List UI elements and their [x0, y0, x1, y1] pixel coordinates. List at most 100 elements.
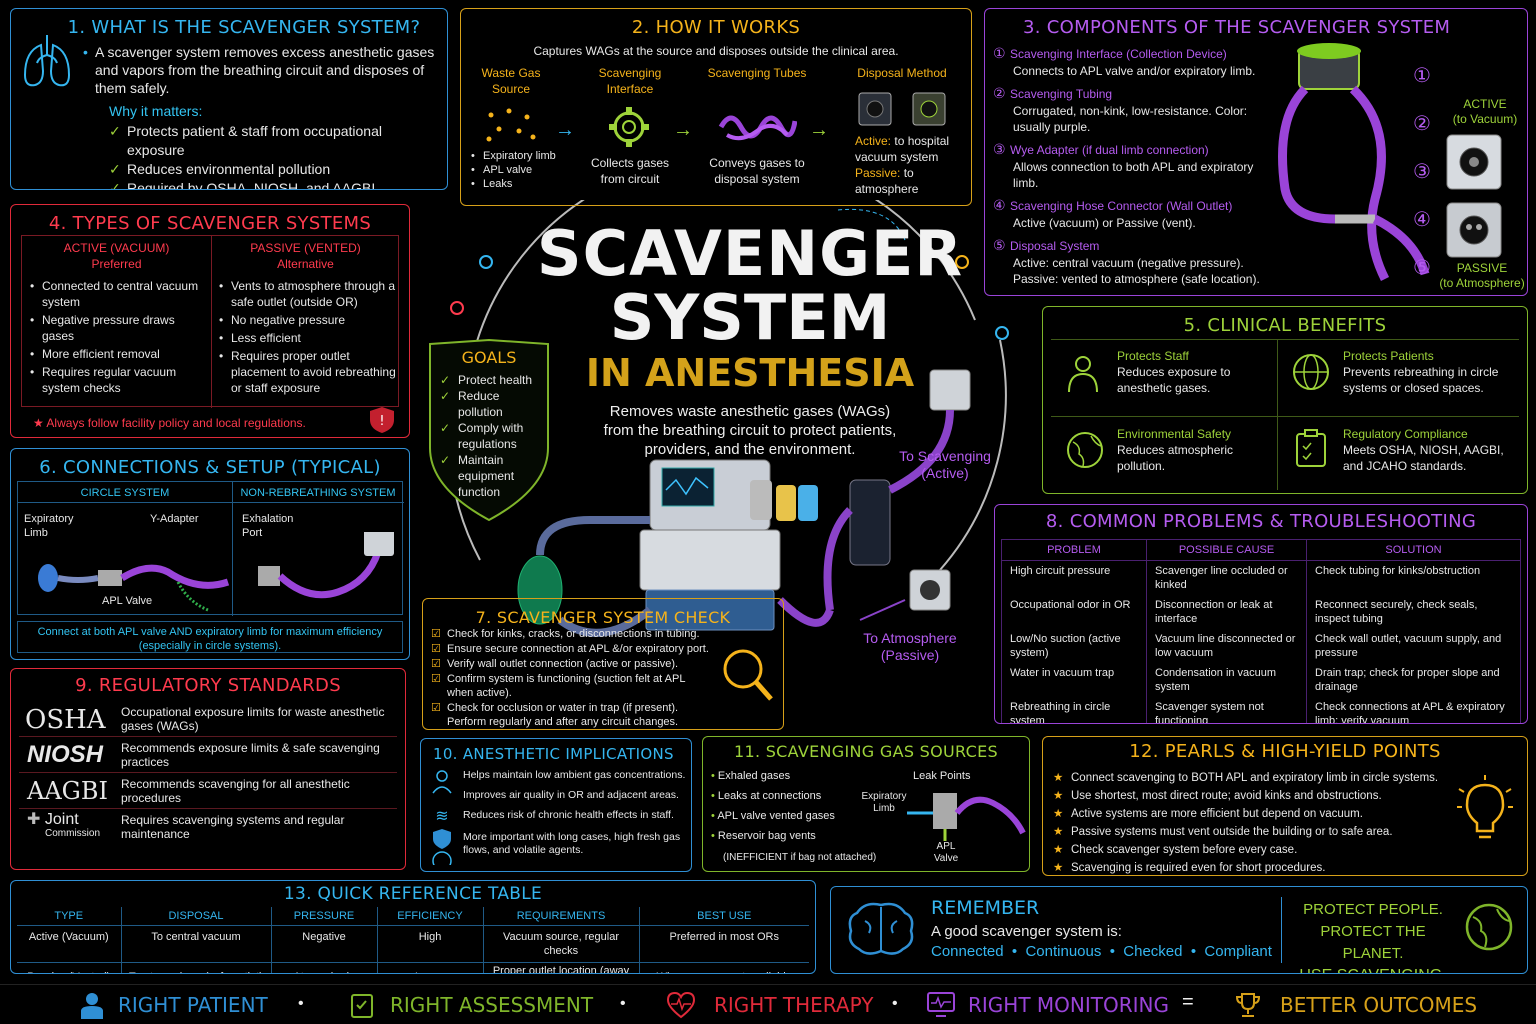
- reservoir-note: (INEFFICIENT if bag not attached): [723, 852, 877, 863]
- active-label: ACTIVE(to Vacuum): [1452, 97, 1518, 126]
- trophy-icon: [1235, 993, 1261, 1017]
- waste-source-item: APL valve: [469, 163, 556, 177]
- tubes-desc: Conveys gases to disposal system: [709, 156, 805, 186]
- panel-components-title: 3. COMPONENTS OF THE SCAVENGER SYSTEM: [1023, 17, 1451, 38]
- pearls-list: Connect scavenging to BOTH APL and expir…: [1053, 769, 1453, 875]
- why-item: Reduces environmental pollution: [109, 160, 439, 179]
- to-atmosphere-passive-label: To Atmosphere (Passive): [863, 630, 957, 663]
- passive-type-list: Vents to atmosphere through a safe outle…: [217, 278, 397, 396]
- active-type-title: ACTIVE (VACUUM)Preferred: [63, 241, 170, 271]
- connections-diagram: CIRCLE SYSTEM NON-REBREATHING SYSTEM Exp…: [17, 481, 404, 616]
- footer-dot: •: [892, 995, 898, 1012]
- table-header-row: TYPE DISPOSAL PRESSURE EFFICIENCY REQUIR…: [17, 907, 809, 926]
- panel-regulatory-title: 9. REGULATORY STANDARDS: [75, 675, 341, 696]
- arrow-right-icon: →: [555, 119, 575, 141]
- passive-type-title: PASSIVE (VENTED)Alternative: [250, 241, 361, 271]
- waste-source-item: Leaks: [469, 177, 556, 191]
- component-item: ④ Scavenging Hose Connector (Wall Outlet…: [993, 197, 1233, 230]
- implication-icons: ≋: [432, 770, 452, 865]
- magnifier-icon: [723, 649, 773, 701]
- footer-dot: •: [620, 995, 626, 1012]
- active-outlet-icon: [1446, 134, 1502, 190]
- wall-outlet-icon: [858, 92, 946, 126]
- apl-valve-label: APL Valve: [933, 841, 959, 864]
- patient-icon: [81, 993, 103, 1019]
- table-row: Passive (Vented)To atmosphere (safe outl…: [17, 962, 809, 973]
- footer-bar: RIGHT PATIENT • RIGHT ASSESSMENT • RIGHT…: [0, 984, 1536, 1024]
- panel-implications: 10. ANESTHETIC IMPLICATIONS ≋ Helps main…: [420, 738, 692, 872]
- panel-troubleshooting: 8. COMMON PROBLEMS & TROUBLESHOOTING PRO…: [994, 504, 1528, 724]
- center-orbit-ring: [449, 200, 1009, 571]
- why-matters-list: Protects patient & staff from occupation…: [109, 122, 439, 189]
- nonrebreathing-label: NON-REBREATHING SYSTEM: [240, 487, 396, 499]
- why-item: Protects patient & staff from occupation…: [109, 122, 439, 160]
- main-title-line3: IN ANESTHESIA: [585, 351, 915, 395]
- types-table: ACTIVE (VACUUM)Preferred Connected to ce…: [21, 235, 399, 408]
- step-waste-gas-label: Waste Gas Source: [481, 66, 541, 96]
- step-disposal-label: Disposal Method: [857, 66, 947, 80]
- clipboard-check-icon: [1296, 429, 1326, 467]
- center-title-block: SCAVENGER SYSTEM IN ANESTHESIA Removes w…: [520, 222, 980, 459]
- panel-benefits-title: 5. CLINICAL BENEFITS: [1183, 315, 1387, 336]
- footer-dot: •: [298, 995, 304, 1012]
- goals-list: Protect health Reduce pollution Comply w…: [440, 372, 544, 500]
- shield-alert-icon: !: [370, 407, 394, 433]
- leak-points-label: Leak Points: [913, 770, 971, 782]
- center-description: Removes waste anesthetic gases (WAGs) fr…: [603, 403, 897, 458]
- waste-source-item: Expiratory limb: [469, 149, 556, 163]
- globe-icon: [1293, 354, 1329, 390]
- apl-valve-label: APL Valve: [102, 595, 153, 607]
- scavenger-assembly-illustration: [1278, 43, 1430, 282]
- osha-logo: OSHA: [25, 705, 106, 735]
- panel-components: 3. COMPONENTS OF THE SCAVENGER SYSTEM ① …: [984, 8, 1528, 296]
- check-list: Check for kinks, cracks, or disconnectio…: [431, 627, 711, 729]
- components-list: ① Scavenging Interface (Collection Devic…: [993, 45, 1263, 287]
- policy-note: ★ Always follow facility policy and loca…: [33, 416, 306, 430]
- interface-device-icon: [609, 107, 649, 147]
- slogan: PROTECT PEOPLE.PROTECT THE PLANET.USE SC…: [1299, 901, 1446, 973]
- remember-title: REMEMBER: [931, 897, 1040, 919]
- panel-types-title: 4. TYPES OF SCAVENGER SYSTEMS: [48, 213, 372, 234]
- table-row: Low/No suction (active system)Vacuum lin…: [1001, 629, 1521, 663]
- arrow-right-icon: →: [809, 119, 829, 141]
- goal-item: Maintain equipment function: [440, 452, 544, 500]
- exhalation-port-label: Exhalation Port: [242, 513, 294, 539]
- panel-gas-sources: 11. SCAVENGING GAS SOURCES • Exhaled gas…: [702, 736, 1030, 872]
- panel-connections: 6. CONNECTIONS & SETUP (TYPICAL) CIRCLE …: [10, 448, 410, 660]
- to-scavenging-active-label: To Scavenging (Active): [899, 448, 991, 481]
- remember-line: A good scavenger system is:: [931, 923, 1122, 940]
- panel-quick-reference: 13. QUICK REFERENCE TABLE TYPE DISPOSAL …: [10, 880, 816, 974]
- gas-source-illustration: [907, 793, 1026, 841]
- heart-pulse-icon: [666, 991, 696, 1019]
- panel-implications-title: 10. ANESTHETIC IMPLICATIONS: [433, 745, 674, 763]
- disposal-desc: Active: to hospital vacuum system Passiv…: [855, 134, 950, 196]
- panel-what-is: 1. WHAT IS THE SCAVENGER SYSTEM? •A scav…: [10, 8, 448, 190]
- panel-quick-reference-title: 13. QUICK REFERENCE TABLE: [283, 884, 543, 904]
- panel-pearls-title: 12. PEARLS & HIGH-YIELD POINTS: [1129, 741, 1441, 762]
- staff-icon: [1068, 356, 1098, 393]
- panel-types: 4. TYPES OF SCAVENGER SYSTEMS ACTIVE (VA…: [10, 204, 410, 438]
- what-is-description: •A scavenger system removes excess anest…: [83, 44, 435, 96]
- panel-remember: REMEMBER A good scavenger system is: Con…: [830, 886, 1528, 974]
- panel-regulatory: 9. REGULATORY STANDARDS OSHA Occupationa…: [10, 668, 406, 870]
- panel-system-check: 7. SCAVENGER SYSTEM CHECK Check for kink…: [422, 598, 784, 730]
- table-header-row: PROBLEM POSSIBLE CAUSE SOLUTION: [1001, 539, 1521, 561]
- step-interface-label: Scavenging Interface: [598, 66, 662, 96]
- regulatory-row: OSHA Occupational exposure limits for wa…: [19, 701, 397, 737]
- expiratory-limb-label: Expiratory Limb: [861, 791, 907, 814]
- quick-reference-table: TYPE DISPOSAL PRESSURE EFFICIENCY REQUIR…: [17, 907, 809, 973]
- goals-shield: GOALS Protect health Reduce pollution Co…: [426, 338, 552, 522]
- interface-desc: Collects gases from circuit: [590, 156, 670, 186]
- monitor-icon: [927, 992, 955, 1017]
- arrow-right-icon: →: [673, 119, 693, 141]
- passive-label: PASSIVE(to Atmosphere): [1439, 261, 1525, 290]
- goals-title: GOALS: [461, 348, 517, 367]
- footer-equals: =: [1182, 991, 1194, 1013]
